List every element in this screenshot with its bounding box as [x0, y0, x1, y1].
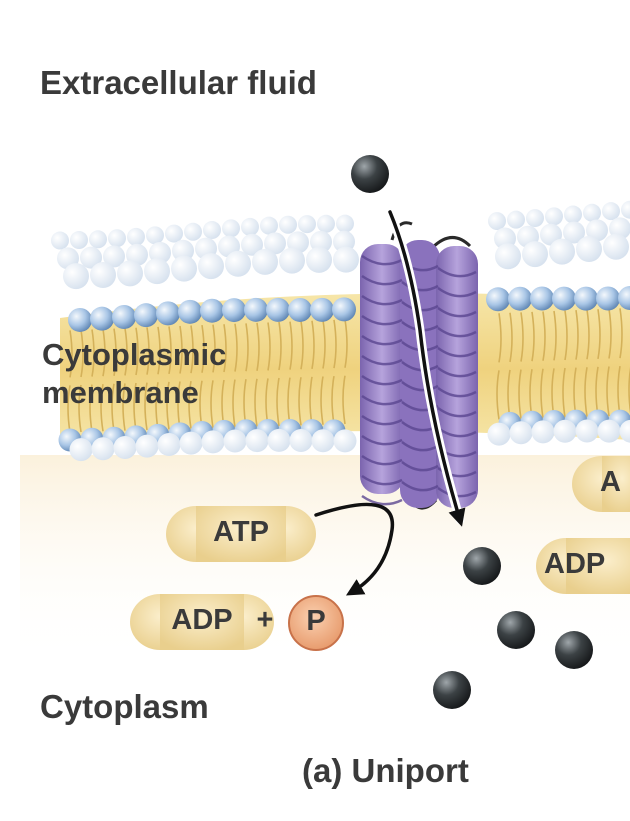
atp-text: ATP: [196, 516, 286, 549]
cytoplasm-label: Cytoplasm: [40, 688, 209, 726]
uniporter-protein: [360, 223, 478, 508]
adp-text: ADP: [145, 604, 259, 637]
membrane-label: Cytoplasmic membrane: [42, 336, 226, 412]
right-adp-text: ADP: [544, 548, 624, 581]
solute-molecule: [463, 547, 501, 585]
membrane-label-line1: Cytoplasmic: [42, 336, 226, 374]
phosphate-text: P: [296, 605, 336, 638]
membrane-label-line2: membrane: [42, 374, 226, 412]
membrane-back-heads: [51, 201, 630, 289]
plus-sign: +: [250, 604, 280, 637]
solute-molecule: [497, 611, 535, 649]
right-atp-text: A: [600, 466, 630, 499]
solute-molecule: [555, 631, 593, 669]
solute-molecule: [433, 671, 471, 709]
solute-molecule: [351, 155, 389, 193]
extracellular-label: Extracellular fluid: [40, 64, 317, 102]
figure-caption: (a) Uniport: [302, 752, 469, 790]
